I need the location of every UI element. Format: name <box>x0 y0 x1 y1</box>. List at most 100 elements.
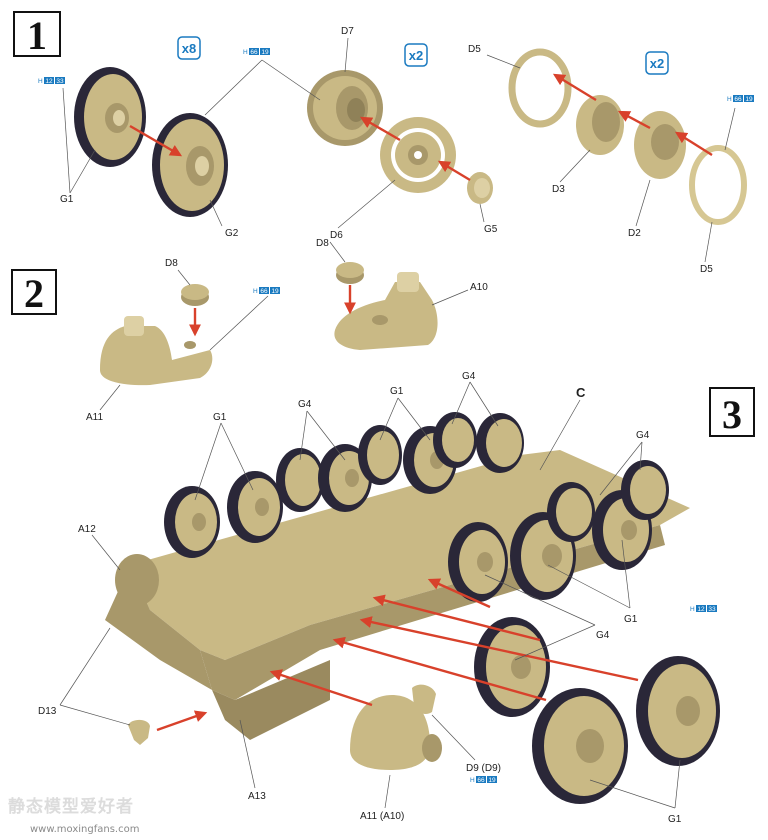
label-g1-top: G1 <box>390 386 404 397</box>
label-d13: D13 <box>38 706 57 717</box>
part-d8-left <box>181 284 209 306</box>
label-g5: G5 <box>484 224 498 235</box>
svg-text:19: 19 <box>488 777 496 784</box>
paint-code-5: H 12 33 <box>690 605 717 613</box>
step-1-number: 1 <box>27 13 47 58</box>
svg-text:19: 19 <box>261 49 269 56</box>
part-a11-step3 <box>350 695 442 770</box>
step-3-number: 3 <box>722 392 742 437</box>
paint-code-4: H 66 19 <box>253 287 280 295</box>
arrow-w4 <box>359 616 639 682</box>
svg-text:x2: x2 <box>650 56 664 71</box>
paint-code-6: H 66 19 <box>470 776 497 784</box>
svg-text:H: H <box>243 49 248 56</box>
label-d9: D9 (D9) <box>466 763 501 774</box>
label-a12: A12 <box>78 524 96 535</box>
arrow-d6-d7 <box>359 116 401 142</box>
label-g1-right: G1 <box>624 614 638 625</box>
label-g4-left: G4 <box>298 399 312 410</box>
arrow-d3-d5 <box>552 73 597 102</box>
multiplier-sprocket: x2 <box>404 43 428 67</box>
svg-text:H: H <box>727 96 732 103</box>
hub-d2 <box>634 111 686 179</box>
wheel-row-back <box>164 412 524 558</box>
part-a11 <box>100 316 213 386</box>
watermark: 静态模型爱好者 www.moxingfans.com <box>8 796 139 835</box>
label-d8-right: D8 <box>316 238 329 249</box>
svg-text:x2: x2 <box>409 48 423 63</box>
step-3-section: 3 <box>38 371 755 825</box>
cap-g5 <box>467 172 493 204</box>
label-g4-right: G4 <box>636 430 650 441</box>
step-2-box <box>11 269 57 315</box>
loose-wheel-g1-b <box>636 656 720 766</box>
wheel-row-front <box>448 460 669 602</box>
svg-text:33: 33 <box>56 78 64 85</box>
svg-text:66: 66 <box>734 96 742 103</box>
arrow-g1-g2 <box>129 124 183 157</box>
label-g4-top: G4 <box>462 371 476 382</box>
hub-d3 <box>576 95 624 155</box>
arrow-w3 <box>332 636 547 702</box>
step-2-number: 2 <box>24 271 44 316</box>
label-d2: D2 <box>628 228 641 239</box>
arrow-d2-d3 <box>617 110 651 130</box>
loose-wheel-g4 <box>474 617 550 717</box>
road-wheel-g1 <box>74 67 146 167</box>
arrow-w1 <box>427 578 491 609</box>
part-a10 <box>334 272 438 350</box>
label-g1-left: G1 <box>213 412 227 423</box>
part-d8-right <box>336 262 364 284</box>
loose-wheel-g1-a <box>532 688 628 804</box>
label-c: C <box>576 385 586 400</box>
ring-d5-top <box>508 48 572 128</box>
arrow-g5-d6 <box>437 160 471 182</box>
label-d8-left: D8 <box>165 258 178 269</box>
label-d5-top: D5 <box>468 44 481 55</box>
label-d5-bottom: D5 <box>700 264 713 275</box>
svg-text:12: 12 <box>697 606 705 613</box>
label-a10: A10 <box>470 282 488 293</box>
watermark-url: www.moxingfans.com <box>30 824 139 835</box>
svg-text:x8: x8 <box>182 41 196 56</box>
svg-text:66: 66 <box>477 777 485 784</box>
svg-text:H: H <box>253 288 258 295</box>
arrow-d5-d2 <box>674 131 713 157</box>
sprocket-d7 <box>307 70 383 146</box>
road-wheel-g2 <box>152 113 228 217</box>
label-g4-bottom: G4 <box>596 630 610 641</box>
watermark-cn: 静态模型爱好者 <box>8 796 134 817</box>
label-g1: G1 <box>60 194 74 205</box>
svg-text:66: 66 <box>260 288 268 295</box>
label-d7: D7 <box>341 26 354 37</box>
arrow-w2 <box>372 594 541 642</box>
svg-text:H: H <box>38 78 43 85</box>
step-2-section: 2 H 66 19 <box>11 238 488 423</box>
paint-code-2: H 66 19 <box>243 48 270 56</box>
step-1-box <box>13 11 61 57</box>
svg-text:12: 12 <box>45 78 53 85</box>
arrow-d13 <box>156 710 208 732</box>
arrow-a11 <box>269 669 373 707</box>
svg-text:H: H <box>690 606 695 613</box>
paint-code-1: H 12 33 <box>38 77 65 85</box>
sprocket-d6 <box>380 117 456 193</box>
part-d13 <box>128 719 150 745</box>
svg-text:19: 19 <box>745 96 753 103</box>
ring-d5-bottom <box>689 145 747 225</box>
label-a11: A11 <box>86 412 103 423</box>
label-d3: D3 <box>552 184 565 195</box>
svg-text:19: 19 <box>271 288 279 295</box>
multiplier-idler: x2 <box>645 51 669 75</box>
multiplier-wheels: x8 <box>177 36 201 60</box>
label-a11-a10: A11 (A10) <box>360 811 404 822</box>
paint-code-3: H 66 19 <box>727 95 754 103</box>
label-g2: G2 <box>225 228 239 239</box>
svg-text:33: 33 <box>708 606 716 613</box>
step-1-section: 1 <box>13 11 754 275</box>
svg-text:66: 66 <box>250 49 258 56</box>
label-a13: A13 <box>248 791 266 802</box>
step-3-box <box>709 387 755 437</box>
svg-text:H: H <box>470 777 475 784</box>
